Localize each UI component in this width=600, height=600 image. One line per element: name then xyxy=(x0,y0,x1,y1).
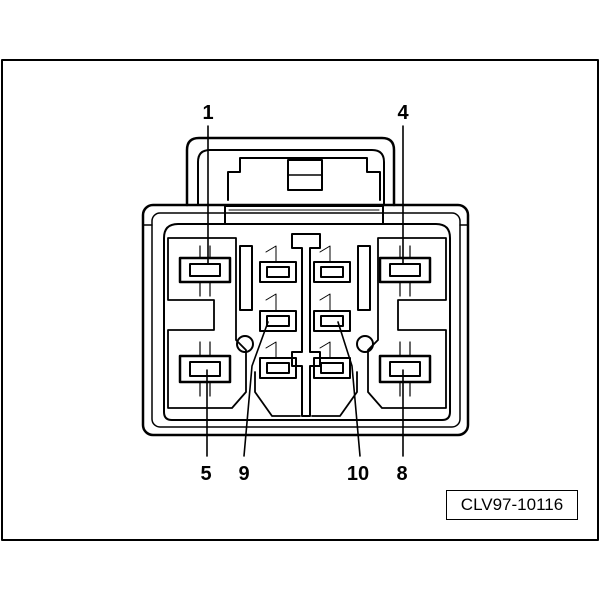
terminal-pin-10 xyxy=(313,293,351,332)
center-divider xyxy=(239,233,371,417)
locator-left xyxy=(236,335,254,353)
pin-label-5: 5 xyxy=(200,463,212,485)
terminal-small-bottom-right xyxy=(313,341,351,379)
terminal-pin-9 xyxy=(259,293,297,332)
latch xyxy=(185,136,396,225)
terminal-pin-1 xyxy=(178,245,232,297)
terminal-pin-8 xyxy=(378,341,432,397)
terminal-pin-5 xyxy=(178,341,232,397)
housing xyxy=(141,203,470,437)
figure-frame xyxy=(1,59,599,541)
cavity-group-right xyxy=(367,237,447,409)
reference-code: CLV97-10116 xyxy=(446,490,578,520)
terminal-pin-4 xyxy=(378,245,432,297)
terminal-small-top-right xyxy=(313,245,351,283)
pin-label-9: 9 xyxy=(238,463,250,485)
cavity-group-left xyxy=(167,237,247,409)
pin-label-8: 8 xyxy=(396,463,408,485)
terminal-small-top-left xyxy=(259,245,297,283)
pin-label-1: 1 xyxy=(202,102,214,124)
terminal-small-bottom-left xyxy=(259,341,297,379)
leader-lines xyxy=(206,125,404,457)
pin-label-10: 10 xyxy=(346,463,370,485)
pin-label-4: 4 xyxy=(397,102,409,124)
locator-right xyxy=(356,335,374,353)
